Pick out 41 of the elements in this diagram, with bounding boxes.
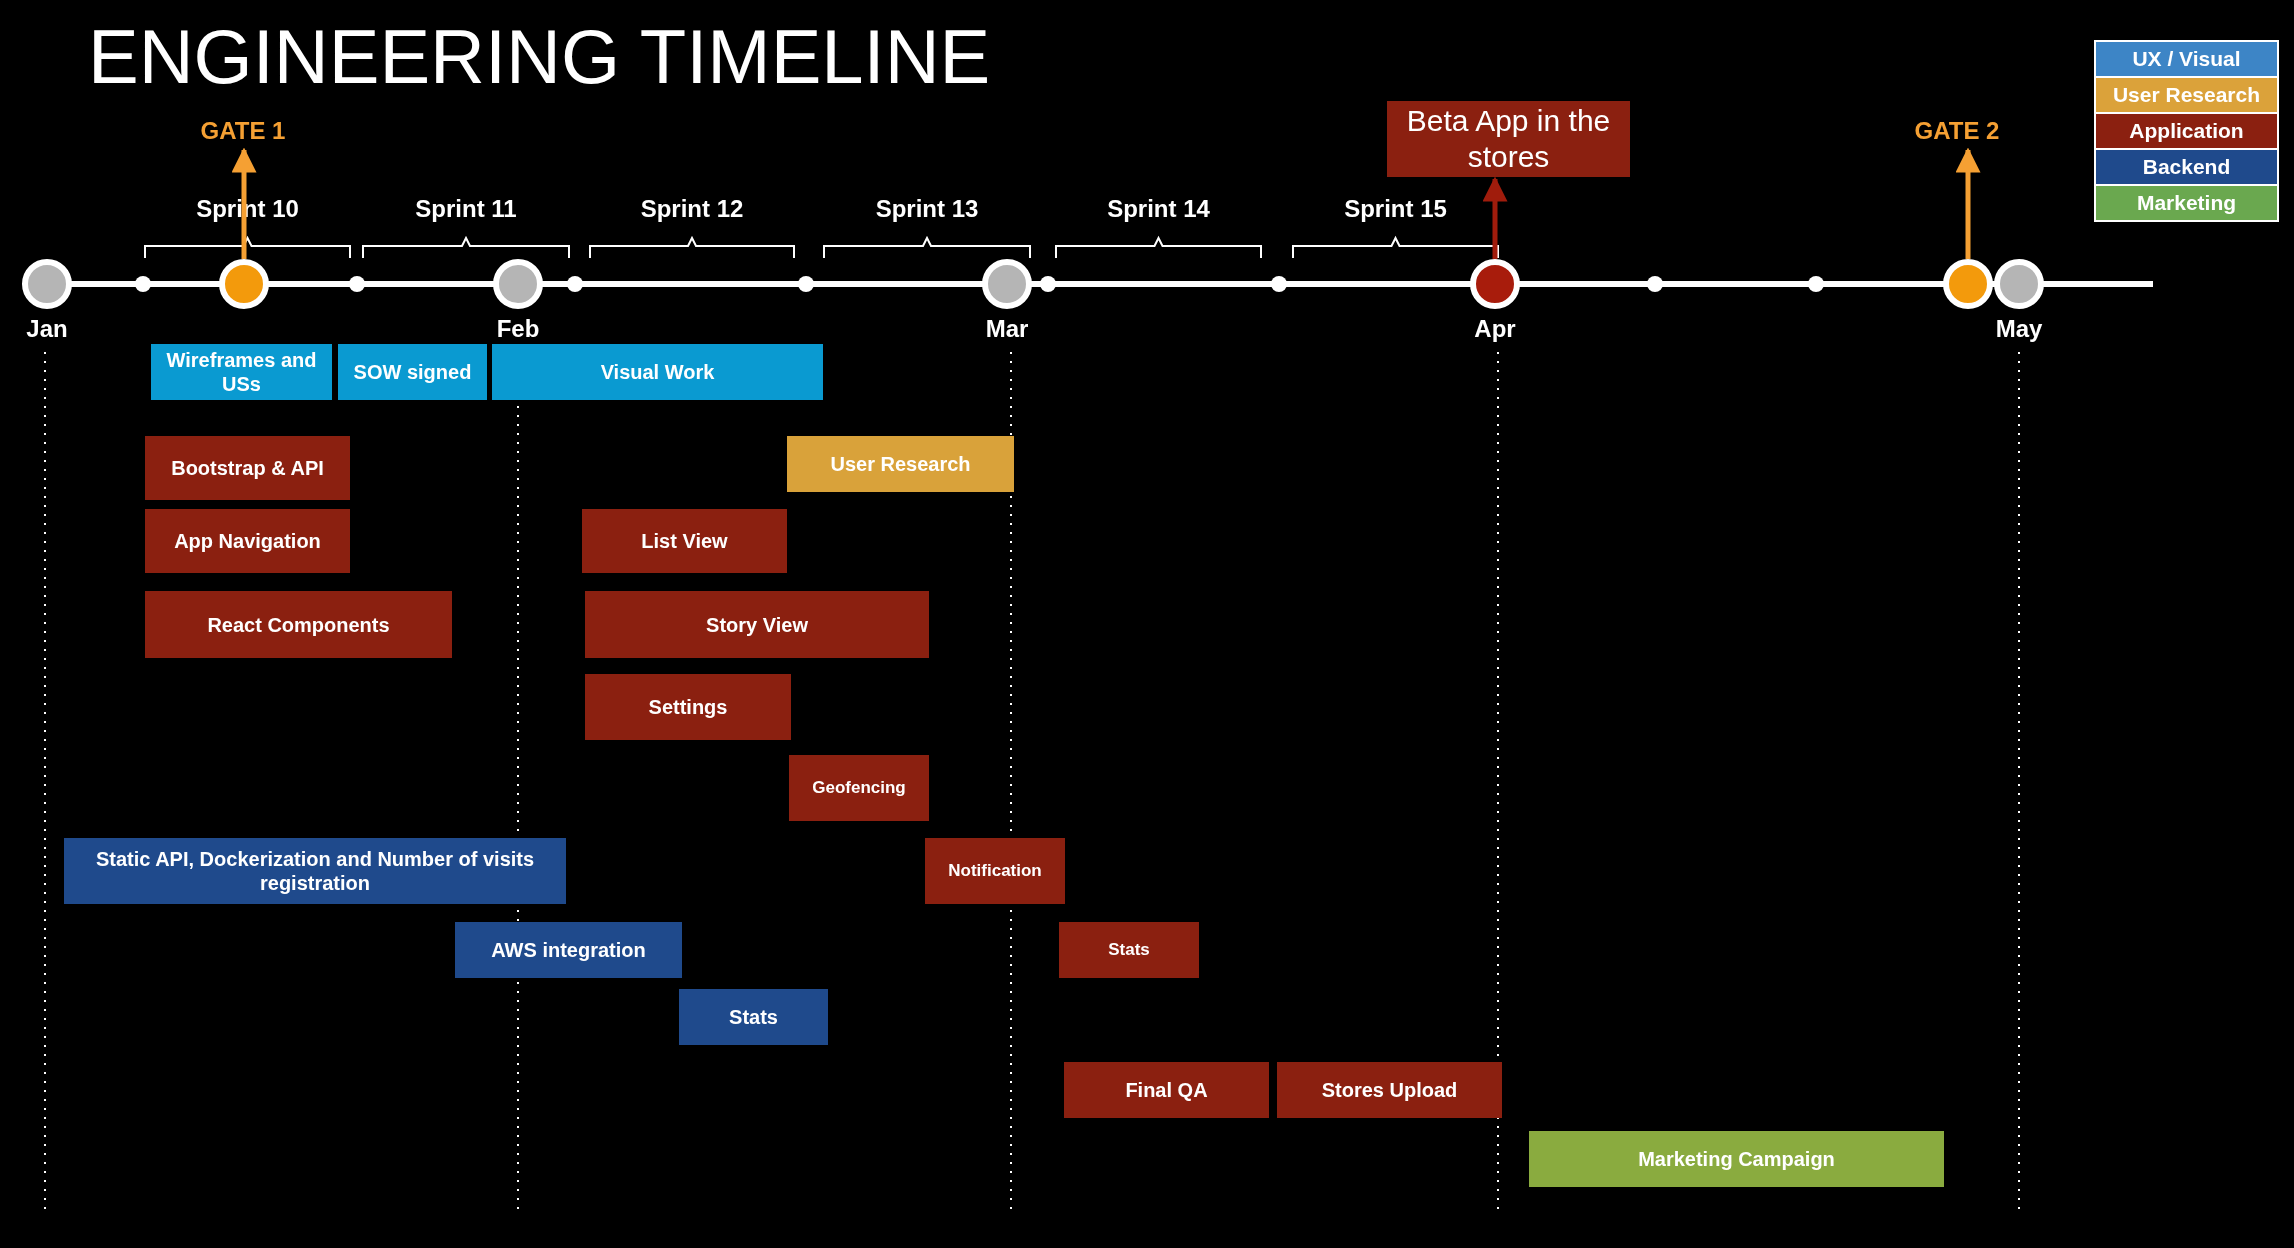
sprint-label: Sprint 12 bbox=[640, 194, 744, 224]
task-bar: Static API, Dockerization and Number of visits registration bbox=[64, 838, 566, 904]
arrow bbox=[1955, 147, 1981, 259]
month-label: Apr bbox=[1474, 315, 1516, 343]
title: ENGINEERING TIMELINE bbox=[88, 13, 991, 101]
task-bar: Final QA bbox=[1064, 1062, 1269, 1118]
task-bar: Notification bbox=[925, 838, 1065, 904]
gate-label: GATE 1 bbox=[183, 114, 303, 148]
milestone-box: Beta App in the stores bbox=[1387, 101, 1630, 177]
legend-swatch: UX / Visual bbox=[2096, 42, 2277, 76]
task-bar: App Navigation bbox=[145, 509, 350, 573]
task-bar: Stores Upload bbox=[1277, 1062, 1502, 1118]
arrow bbox=[231, 147, 257, 259]
task-bar: Geofencing bbox=[789, 755, 929, 821]
task-bar: Visual Work bbox=[492, 344, 823, 400]
task-bar: Marketing Campaign bbox=[1529, 1131, 1944, 1187]
task-bar: List View bbox=[582, 509, 787, 573]
task-bar: Story View bbox=[585, 591, 929, 658]
sprint-label: Sprint 15 bbox=[1344, 194, 1447, 224]
task-bar: Stats bbox=[679, 989, 828, 1045]
month-label: Feb bbox=[496, 315, 540, 343]
month-label: May bbox=[1995, 315, 2043, 343]
legend-swatch: Backend bbox=[2096, 150, 2277, 184]
gate-label: GATE 2 bbox=[1897, 114, 2017, 148]
month-label: Jan bbox=[26, 315, 68, 343]
task-bar: Stats bbox=[1059, 922, 1199, 978]
legend-swatch: Marketing bbox=[2096, 186, 2277, 220]
task-bar: AWS integration bbox=[455, 922, 682, 978]
task-bar: Settings bbox=[585, 674, 791, 740]
task-bar: React Components bbox=[145, 591, 452, 658]
month-label: Mar bbox=[985, 315, 1029, 343]
sprint-label: Sprint 11 bbox=[415, 194, 517, 224]
task-bar: SOW signed bbox=[338, 344, 487, 400]
sprint-label: Sprint 13 bbox=[875, 194, 979, 224]
legend-swatch: Application bbox=[2096, 114, 2277, 148]
legend-swatch: User Research bbox=[2096, 78, 2277, 112]
sprint-label: Sprint 14 bbox=[1107, 194, 1210, 224]
task-bar: Bootstrap & API bbox=[145, 436, 350, 500]
arrow bbox=[1482, 176, 1508, 259]
task-bar: User Research bbox=[787, 436, 1014, 492]
task-bar: Wireframes and USs bbox=[151, 344, 332, 400]
